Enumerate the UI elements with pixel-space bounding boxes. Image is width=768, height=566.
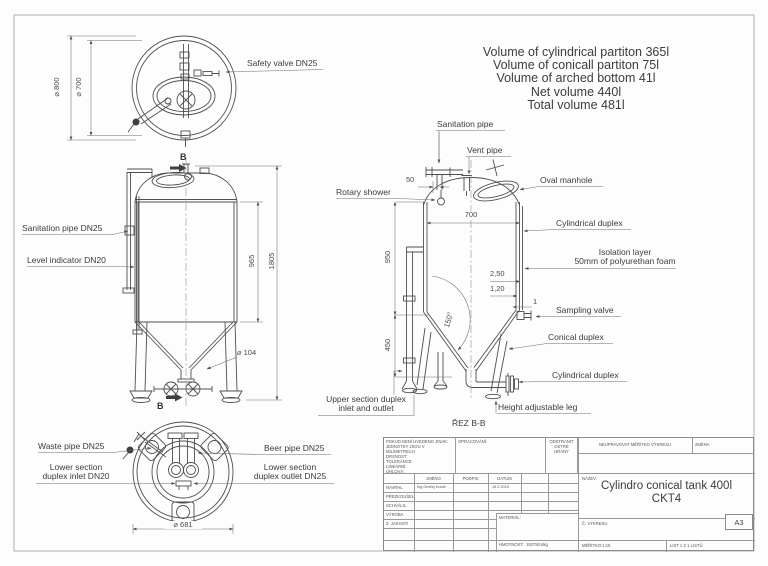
title-block-notes: POKUD NENÍ UVEDENO JINAK: JEDNOTKY JSOU … xyxy=(384,438,456,474)
grid-line xyxy=(521,473,522,513)
grid-line xyxy=(578,518,755,519)
hmotnost-cell: HMOTNOST: 153750.8kg xyxy=(496,540,578,552)
waste-pipe-label: Waste pipe DN25 xyxy=(38,441,105,451)
row-jakosti: Z. JAKOSTI xyxy=(386,521,409,526)
grid-line xyxy=(384,483,578,484)
dim-450: 450 xyxy=(383,338,392,352)
grid-line xyxy=(578,438,579,552)
grid-line xyxy=(384,519,496,520)
safety-valve-label: Safety valve DN25 xyxy=(247,58,318,68)
beer-pipe-label: Beer pipe DN25 xyxy=(264,443,325,453)
dim-diameter-104: ⌀ 104 xyxy=(237,348,257,357)
meritko-cell: MĚŘÍTKO:1:15 xyxy=(582,543,611,548)
title-block-neupravovat: NEUPRAVOVAT MĚŘÍTKO VÝKRESU xyxy=(578,438,693,454)
row-prezkousel: PŘEZKOUŠEL xyxy=(386,494,415,499)
dim-1-20: 1,20 xyxy=(490,284,505,293)
volume-summary-text: Volume of cylindrical partiton 365l Volu… xyxy=(482,45,670,112)
section-marker-b-bottom: B xyxy=(157,401,164,411)
drawing-title: Cylindro conical tank 400l CKT4 xyxy=(600,480,733,505)
section-caption: ŘEZ B-B xyxy=(452,418,486,428)
title-block-zmena: ZMĚNA xyxy=(693,438,754,454)
col-header-jmeno: JMÉNO xyxy=(426,476,441,481)
col-header-datum: DATUM xyxy=(497,476,512,481)
dim-950: 950 xyxy=(383,250,392,264)
grid-line xyxy=(384,501,578,502)
section-marker-b-top: B xyxy=(180,152,187,162)
hmotnost-label: HMOTNOST: xyxy=(499,542,524,547)
hmotnost-value: 153750.8kg xyxy=(526,542,548,547)
section-view-drawing xyxy=(318,130,676,416)
sanitation-pipe-dn25-label: Sanitation pipe DN25 xyxy=(22,223,103,233)
grid-line xyxy=(488,473,489,552)
dim-1805: 1805 xyxy=(267,252,276,270)
lower-duplex-outlet-label: Lower section duplex outlet DN25 xyxy=(253,462,327,482)
dim-diameter-681: ⌀ 681 xyxy=(164,521,202,529)
title-block-odstranit: ODSTRANIT OSTRÉ HRANY xyxy=(546,438,578,473)
navrhl-date: 16.3.2015 xyxy=(492,485,509,489)
grid-line xyxy=(384,540,496,541)
grid-line xyxy=(414,473,415,552)
material-cell: MATERIÁL: xyxy=(496,513,578,540)
conical-duplex-label: Conical duplex xyxy=(548,332,604,342)
grid-line xyxy=(384,510,578,511)
isolation-layer-label: Isolation layer 50mm of polyurethan foam xyxy=(574,247,676,267)
lower-duplex-inlet-label: Lower section duplex inlet DN20 xyxy=(42,462,110,482)
sampling-valve-label: Sampling valve xyxy=(556,305,614,315)
row-vyroba: VÝROBA xyxy=(386,512,404,517)
cylindrical-duplex-lower-label: Cylindrical duplex xyxy=(552,370,619,380)
cislo-vykresu-label: Č. VÝKRESU xyxy=(582,521,608,526)
grid-line xyxy=(384,528,496,529)
sheet-frame xyxy=(13,14,755,552)
grid-line xyxy=(666,540,667,552)
upper-duplex-label: Upper section duplex inlet and outlet xyxy=(326,394,406,414)
dim-50: 50 xyxy=(406,175,415,184)
dim-965: 965 xyxy=(247,254,256,268)
title-block-divider xyxy=(384,473,755,474)
level-indicator-label: Level indicator DN20 xyxy=(27,255,106,265)
front-view-drawing xyxy=(22,158,282,408)
dim-diameter-800: ⌀ 800 xyxy=(52,77,61,97)
top-view-drawing xyxy=(67,35,324,147)
list-cell: LIST 1 Z 1 LISTŮ xyxy=(670,543,703,548)
grid-line xyxy=(384,492,578,493)
oval-manhole-label: Oval manhole xyxy=(540,175,593,185)
dim-700: 700 xyxy=(455,211,487,219)
dim-1: 1 xyxy=(533,297,538,306)
title-block-opracovani: OPRACOVÁNÍ: xyxy=(456,438,546,473)
col-header-podpis: PODPIS xyxy=(462,476,479,481)
row-navrhl: NAVRHL xyxy=(386,485,403,490)
grid-line xyxy=(453,473,454,552)
dim-2-50: 2,50 xyxy=(490,269,505,278)
cylindrical-duplex-upper-label: Cylindrical duplex xyxy=(556,218,623,228)
sanitation-pipe-label: Sanitation pipe xyxy=(437,119,494,129)
nazev-label: NÁZEV: xyxy=(582,476,597,481)
paper-size-badge: A3 xyxy=(725,514,753,530)
title-block: POKUD NENÍ UVEDENO JINAK: JEDNOTKY JSOU … xyxy=(383,437,755,552)
height-adjustable-leg-label: Height adjustable leg xyxy=(498,402,578,412)
vent-pipe-label: Vent pipe xyxy=(467,145,503,155)
dim-diameter-700: ⌀ 700 xyxy=(74,77,83,97)
grid-line xyxy=(548,473,549,513)
rotary-shower-label: Rotary shower xyxy=(336,187,391,197)
navrhl-name: Ing.Ondřej Kovář xyxy=(417,485,446,489)
row-schvalil: SCHVÁLIL xyxy=(386,503,407,508)
